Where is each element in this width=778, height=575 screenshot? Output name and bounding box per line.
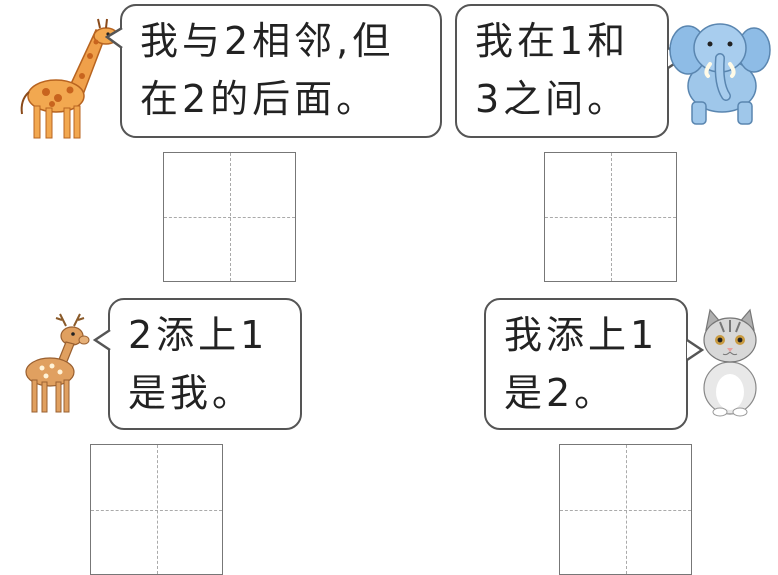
giraffe-icon [20, 18, 119, 139]
elephant-icon [669, 23, 771, 125]
elephant-speech-line-2: 3之间。 [475, 77, 630, 121]
cat-icon [703, 308, 757, 417]
deer-icon [25, 313, 90, 413]
elephant-answer-box[interactable] [544, 152, 677, 282]
giraffe-speech-line-2: 在2的后面。 [140, 77, 379, 121]
giraffe-speech-line-1: 我与2相邻,但 [140, 19, 395, 63]
cat-bubble-tail [686, 338, 704, 362]
deer-bubble-tail [93, 328, 111, 352]
elephant-speech-line-1: 我在1和 [475, 19, 630, 63]
deer-speech-bubble: 2添上1 是我。 [108, 298, 302, 430]
deer-answer-box[interactable] [90, 444, 223, 575]
cat-speech-line-2: 是2。 [504, 371, 617, 415]
cat-speech-line-1: 我添上1 [504, 313, 659, 357]
giraffe-bubble-tail [105, 26, 123, 50]
giraffe-speech-bubble: 我与2相邻,但 在2的后面。 [120, 4, 442, 138]
elephant-speech-bubble: 我在1和 3之间。 [455, 4, 669, 138]
cat-answer-box[interactable] [559, 444, 692, 575]
cat-speech-bubble: 我添上1 是2。 [484, 298, 688, 430]
giraffe-answer-box[interactable] [163, 152, 296, 282]
deer-speech-line-1: 2添上1 [128, 313, 269, 357]
deer-speech-line-2: 是我。 [128, 371, 255, 415]
